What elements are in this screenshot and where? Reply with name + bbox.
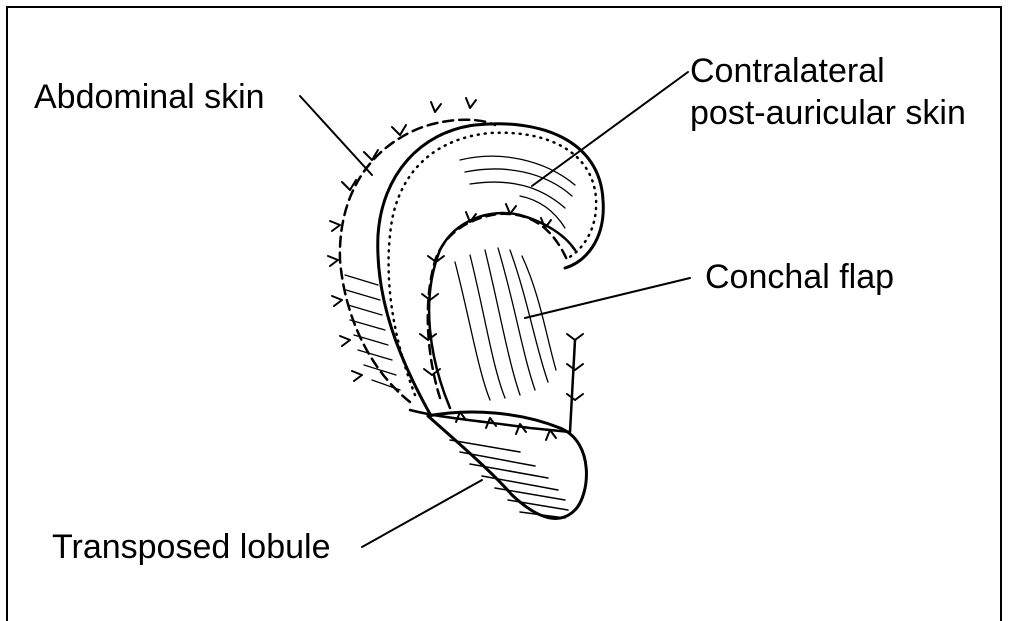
label-contralateral-line2: post-auricular skin — [690, 94, 966, 132]
leader-conchal-flap — [525, 278, 690, 318]
label-abdominal-skin: Abdominal skin — [34, 78, 265, 116]
label-transposed-lobule: Transposed lobule — [52, 528, 330, 566]
leader-abdominal-skin — [300, 96, 372, 175]
helix-outline — [378, 124, 604, 414]
scapha-hatching — [455, 156, 575, 400]
label-contralateral-line1: Contralateral — [690, 52, 885, 90]
label-conchal-flap: Conchal flap — [705, 258, 894, 296]
suture-stitches — [328, 98, 583, 440]
leader-transposed-lobule — [362, 480, 482, 547]
lobule-outline — [428, 412, 586, 518]
leader-contralateral — [532, 72, 688, 186]
